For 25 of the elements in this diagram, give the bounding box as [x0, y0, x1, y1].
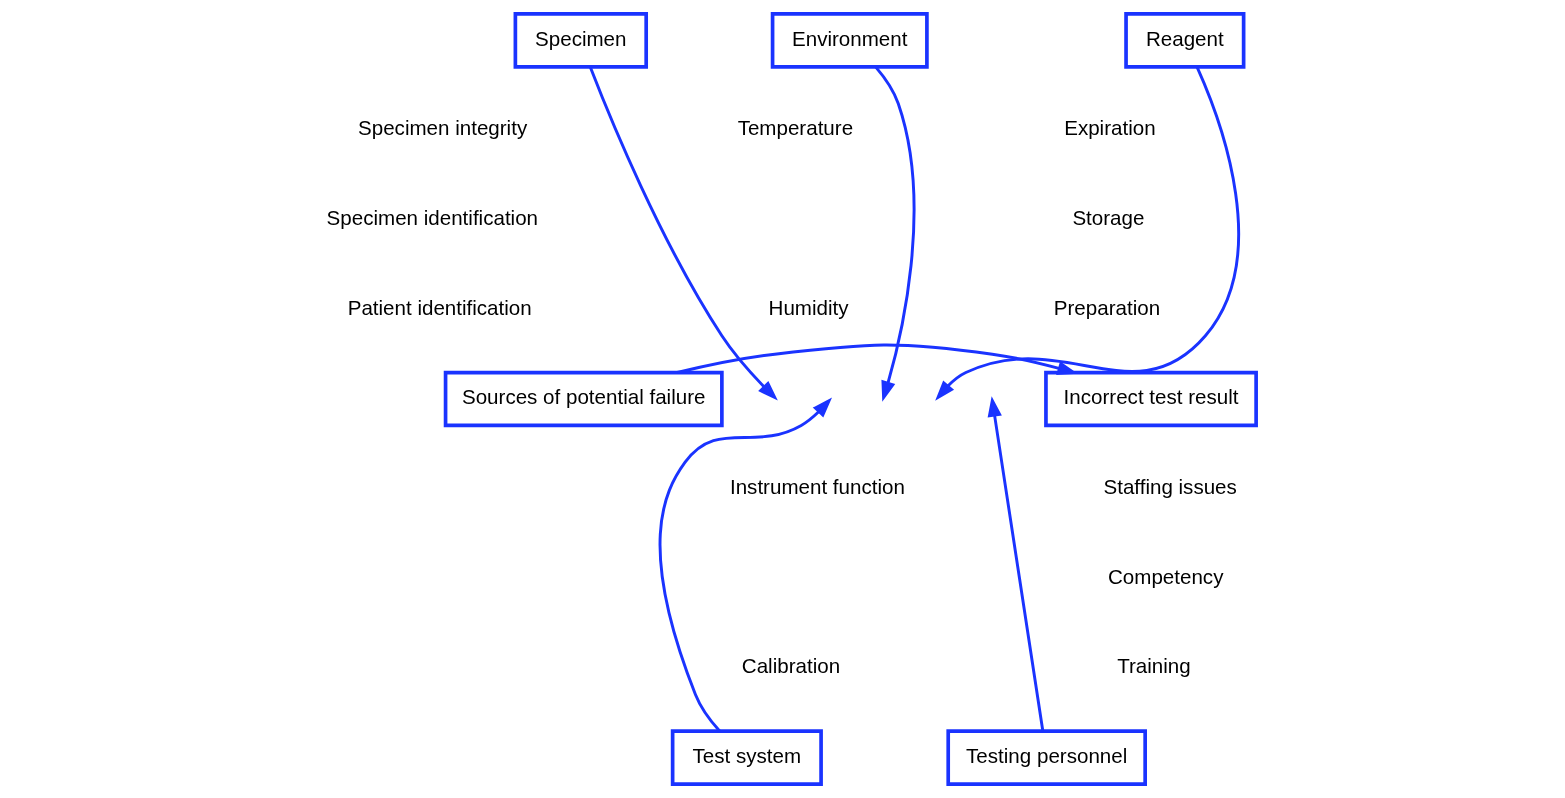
node-box: Sources of potential failure — [443, 370, 724, 428]
label: Specimen identification — [326, 206, 539, 230]
node-box: Specimen — [513, 12, 648, 69]
label: Patient identification — [347, 295, 532, 319]
label: Preparation — [1053, 295, 1161, 319]
label: Specimen integrity — [358, 116, 528, 140]
label: Temperature — [737, 116, 854, 140]
arrow — [935, 66, 1240, 401]
arrow — [874, 66, 916, 402]
arrow — [588, 66, 778, 401]
arrow — [987, 396, 1045, 732]
node-box: Testing personnel — [946, 729, 1147, 786]
label: Calibration — [741, 654, 841, 678]
node-box: Incorrect test result — [1044, 370, 1258, 428]
label: Competency — [1108, 564, 1224, 588]
label: Staffing issues — [1103, 475, 1237, 499]
label: Expiration — [1064, 116, 1156, 140]
node-box: Environment — [770, 12, 929, 69]
node-box: Test system — [670, 729, 823, 786]
label: Humidity — [768, 295, 849, 319]
label: Instrument function — [729, 475, 905, 499]
node-box: Reagent — [1124, 12, 1246, 69]
label: Storage — [1072, 206, 1145, 230]
label: Training — [1117, 654, 1191, 678]
arrow — [658, 397, 833, 732]
